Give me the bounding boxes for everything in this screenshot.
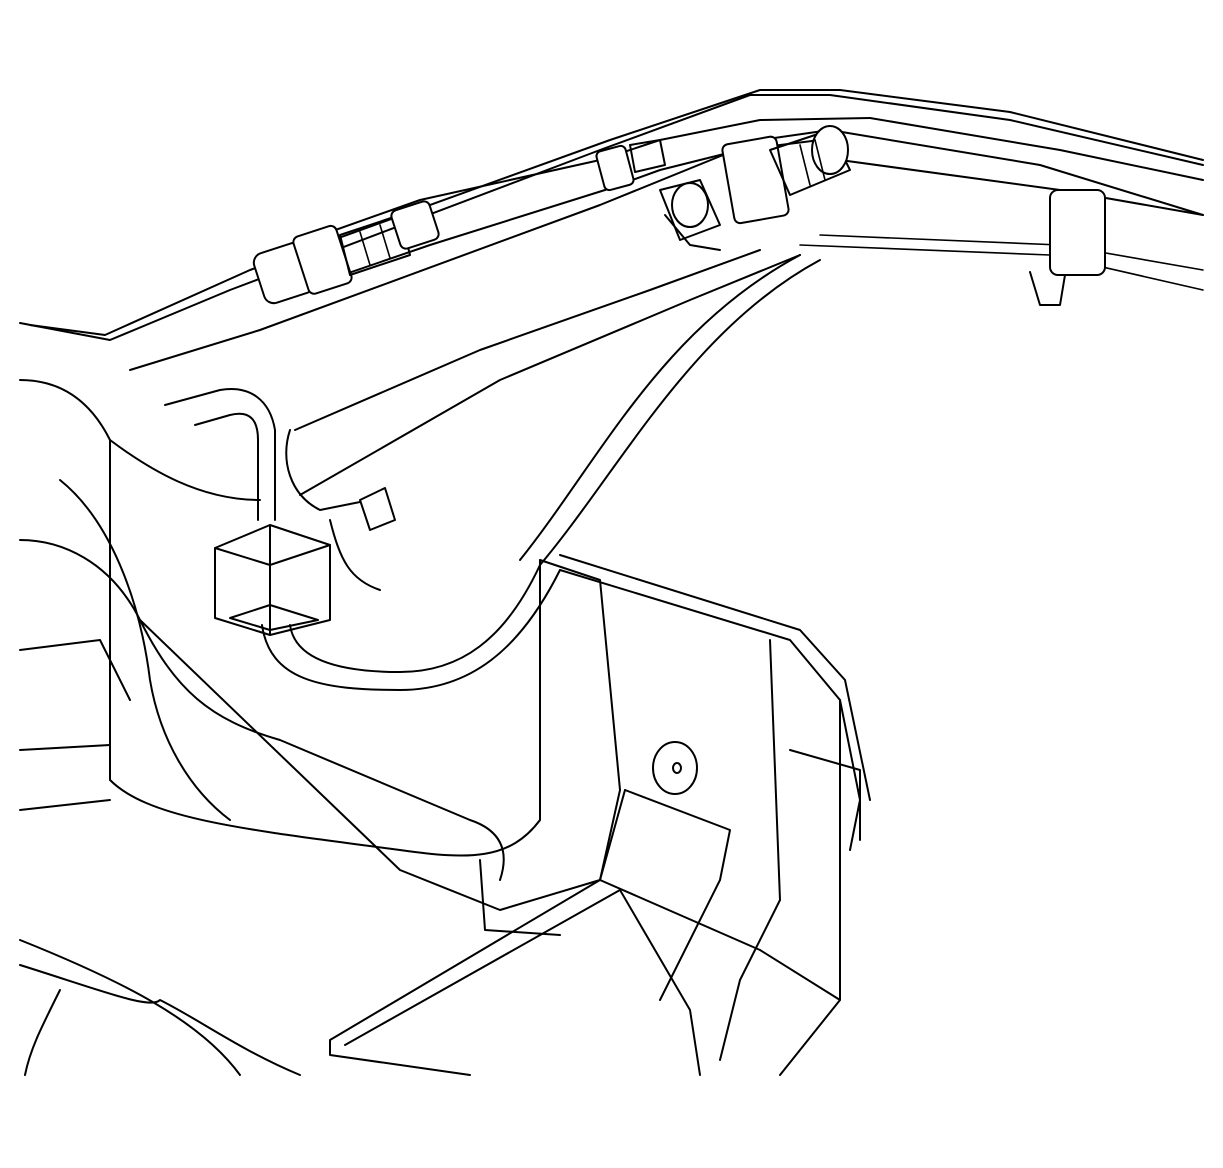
mounting-hole bbox=[652, 741, 698, 795]
quick-connect-fitting-middle bbox=[595, 139, 666, 192]
evap-canister bbox=[214, 524, 331, 636]
fuel-tank bbox=[19, 379, 871, 1076]
line-sleeve-right bbox=[1029, 189, 1106, 306]
line-retainer-clip-middle bbox=[659, 179, 721, 251]
vent-hose bbox=[164, 388, 276, 521]
tank-strap bbox=[329, 789, 731, 1076]
canister-hose bbox=[261, 564, 561, 691]
lower-chassis bbox=[19, 939, 301, 1076]
frame-rail bbox=[19, 89, 1204, 371]
quick-connect-fitting-left bbox=[252, 200, 440, 305]
quick-connect-fitting-right bbox=[721, 125, 851, 225]
line-retainer-clip-filler bbox=[329, 487, 396, 591]
fuel-filler-pipe bbox=[285, 249, 821, 566]
